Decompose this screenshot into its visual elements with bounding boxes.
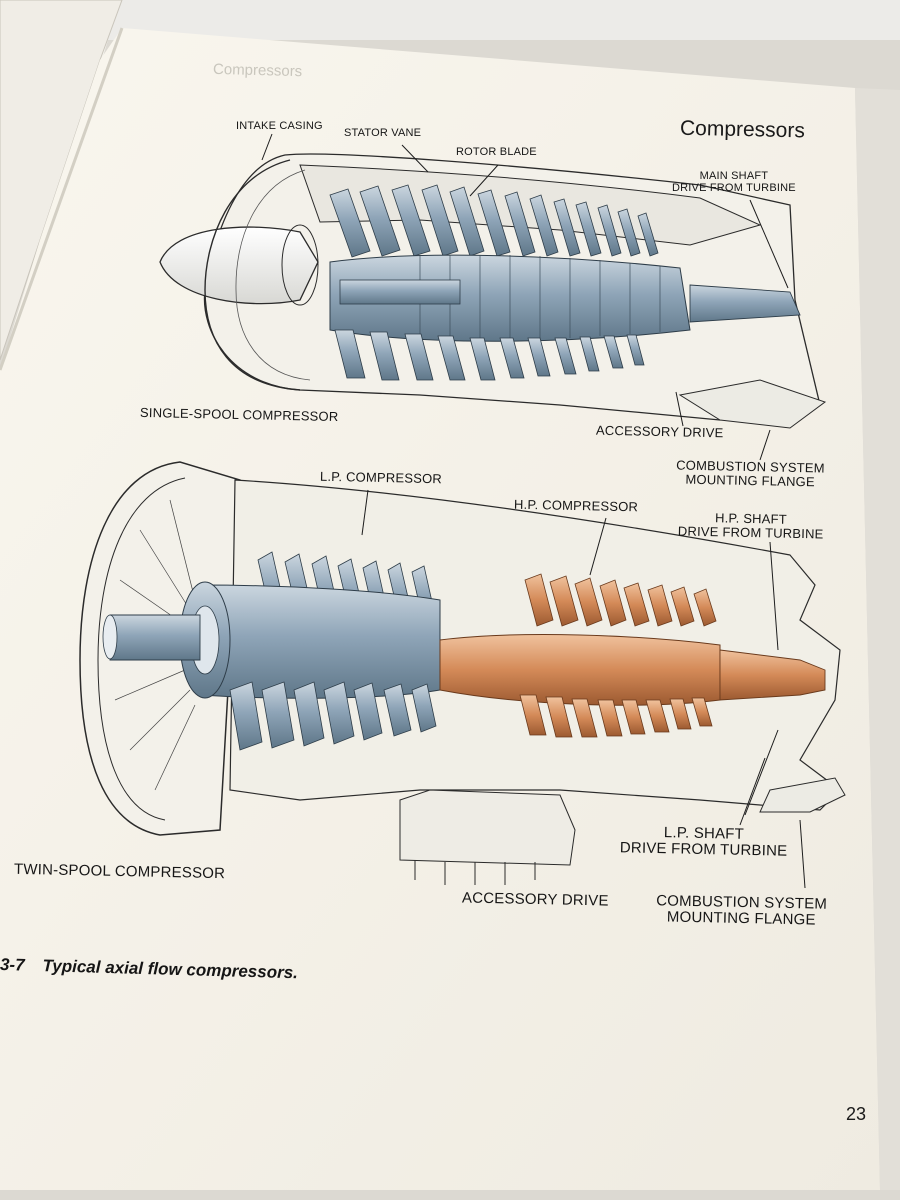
label-rotor-blade: ROTOR BLADE	[456, 146, 537, 158]
label-main-shaft: MAIN SHAFT DRIVE FROM TURBINE	[672, 170, 796, 194]
label-accessory-drive-single: ACCESSORY DRIVE	[595, 422, 724, 441]
twin-spool-leaders	[361, 489, 806, 889]
page-header: Compressors	[679, 116, 806, 143]
label-lp-shaft: L.P. SHAFT DRIVE FROM TURBINE	[619, 824, 788, 860]
label-stator-vane: STATOR VANE	[344, 127, 422, 139]
single-spool-leaders	[261, 133, 789, 461]
page-number: 23	[846, 1104, 867, 1124]
label-combustion-flange-twin: COMBUSTION SYSTEM MOUNTING FLANGE	[656, 892, 828, 929]
single-spool-illustration	[159, 153, 827, 429]
faint-bleed-through-heading: Compressors	[212, 60, 303, 81]
twin-spool-illustration	[79, 461, 846, 885]
label-combustion-flange-single: COMBUSTION SYSTEM MOUNTING FLANGE	[676, 457, 825, 490]
label-hp-shaft: H.P. SHAFT DRIVE FROM TURBINE	[677, 510, 824, 542]
label-intake-casing: INTAKE CASING	[236, 120, 323, 132]
figure-number: 3-7	[0, 955, 25, 975]
label-hp-compressor: H.P. COMPRESSOR	[513, 496, 639, 515]
label-lp-compressor: L.P. COMPRESSOR	[319, 468, 443, 487]
label-accessory-drive-twin: ACCESSORY DRIVE	[461, 889, 609, 910]
